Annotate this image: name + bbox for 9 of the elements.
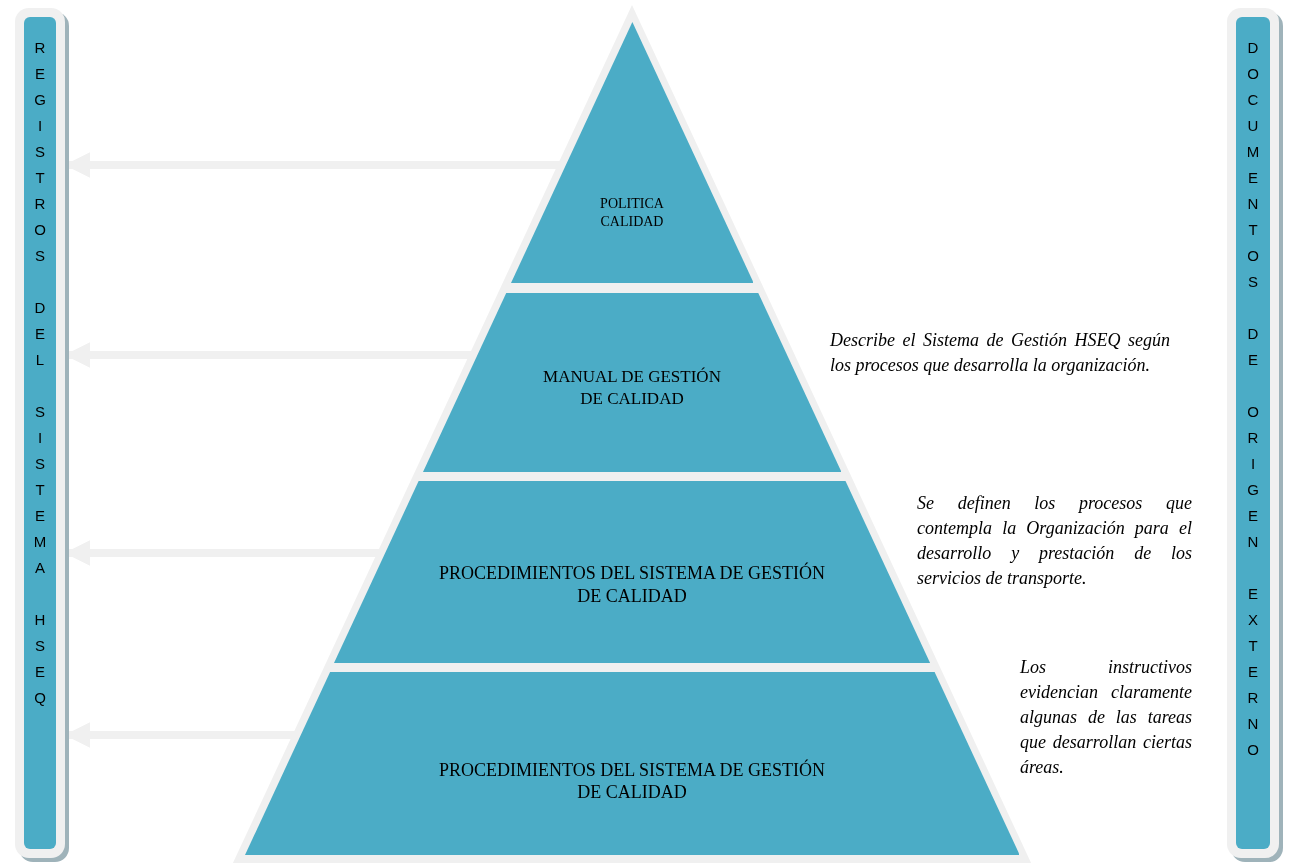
tier-label: PROCEDIMIENTOS DEL SISTEMA DE GESTIÓN DE CALIDAD: [437, 758, 826, 804]
banner-text: REGISTROS DEL SISTEMA HSEQ: [32, 38, 48, 708]
description-text: Se definen los procesos que contempla la Organización para el desarrollo y prestación de los servicios de transporte.: [917, 492, 1192, 590]
description-text: Los instructivos evidencian claramente algunas de las tareas que desarrollan ciertas áreas.: [1020, 656, 1192, 779]
tier-label: PROCEDIMIENTOS DEL SISTEMA DE GESTIÓN DE CALIDAD: [437, 562, 826, 607]
description-text: Describe el Sistema de Gestión HSEQ según los procesos que desarrolla la organización.: [830, 329, 1170, 377]
banner-text: DOCUMENTOS DE ORIGEN EXTERNO: [1245, 38, 1261, 760]
tier-label: POLITICA CALIDAD: [599, 195, 665, 230]
tier-label: MANUAL DE GESTIÓN DE CALIDAD: [542, 366, 722, 409]
